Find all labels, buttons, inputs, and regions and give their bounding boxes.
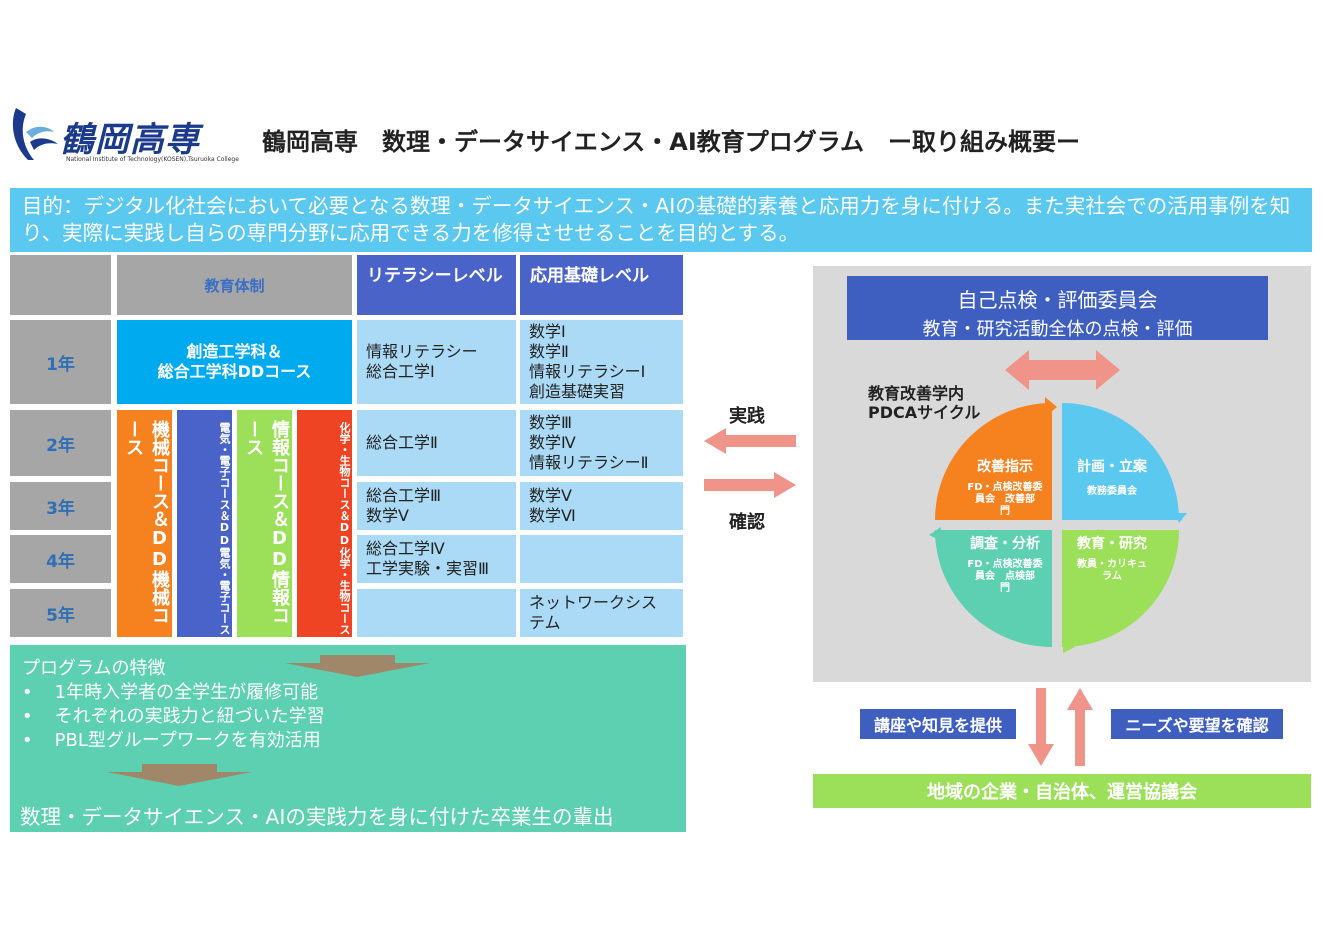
applied-year-2: 数学Ⅲ 数学Ⅳ 情報リテラシーⅡ bbox=[520, 410, 683, 476]
feature-item-2-text: それぞれの実践力と紐づいた学習 bbox=[54, 706, 325, 727]
purpose-banner: 目的：デジタル化社会において必要となる数理・データサイエンス・AIの基礎的素養と… bbox=[10, 188, 1312, 252]
quadrant-act: 改善指示 FD・点検改善委 員会 改善部 門 bbox=[946, 456, 1064, 518]
applied-year-5: ネットワークシス テム bbox=[520, 589, 683, 637]
course-chemistry: 化学・生物コース＆DD化学・生物コース bbox=[297, 410, 352, 637]
down-arrow-icon-2 bbox=[107, 764, 252, 786]
quadrant-do-title: 教育・研究 bbox=[1077, 536, 1147, 552]
quadrant-plan-sub: 教務委員会 bbox=[1087, 486, 1137, 497]
literacy-header: リテラシーレベル bbox=[357, 255, 516, 315]
year-3-cell: 3年 bbox=[10, 482, 111, 530]
feature-item-3: •PBL型グループワークを有効活用 bbox=[22, 730, 321, 751]
practice-label: 実践 bbox=[729, 406, 765, 427]
features-result: 数理・データサイエンス・AIの実践力を身に付けた卒業生の輩出 bbox=[20, 805, 614, 829]
quadrant-do: 教育・研究 教員・カリキュ ラム bbox=[1064, 533, 1160, 583]
feature-item-1-text: 1年時入学者の全学生が履修可能 bbox=[54, 682, 319, 703]
literacy-year-3: 総合工学Ⅲ 数学Ⅴ bbox=[357, 482, 516, 530]
logo: 鶴岡高専 National Institute of Technology(KO… bbox=[8, 100, 239, 170]
down-arrow-icon-3 bbox=[1028, 688, 1054, 766]
crane-logo-icon bbox=[12, 108, 58, 160]
quadrant-plan: 計画・立案 教務委員会 bbox=[1064, 456, 1160, 497]
education-system-header: 教育体制 bbox=[117, 255, 352, 315]
confirm-label: 確認 bbox=[729, 512, 765, 533]
logo-subtitle: National Institute of Technology(KOSEN),… bbox=[66, 156, 239, 163]
quadrant-check-title: 調査・分析 bbox=[970, 536, 1040, 552]
committee-title: 自己点検・評価委員会 bbox=[957, 288, 1158, 312]
applied-header: 応用基礎レベル bbox=[520, 255, 683, 315]
page-title: 鶴岡高専 数理・データサイエンス・AI教育プログラム ー取り組み概要ー bbox=[262, 128, 1081, 156]
year-2-cell: 2年 bbox=[10, 410, 111, 476]
year-4-cell: 4年 bbox=[10, 535, 111, 583]
applied-year-1: 数学Ⅰ 数学Ⅱ 情報リテラシーⅠ 創造基礎実習 bbox=[520, 320, 683, 404]
quadrant-check-sub: FD・点検改善委 員会 点検部 門 bbox=[967, 559, 1043, 594]
committee-box: 自己点検・評価委員会 教育・研究活動全体の点検・評価 bbox=[847, 276, 1268, 340]
dept-first-year: 創造工学科＆ 総合工学科DDコース bbox=[117, 320, 352, 404]
quadrant-do-sub: 教員・カリキュ ラム bbox=[1077, 559, 1147, 582]
logo-name: 鶴岡高専 bbox=[60, 120, 200, 160]
literacy-year-2: 総合工学Ⅱ bbox=[357, 410, 516, 476]
course-information: 情報コース＆DD情報コース bbox=[237, 410, 292, 637]
up-arrow-icon bbox=[1067, 688, 1093, 766]
double-arrow-icon bbox=[1005, 350, 1120, 390]
quadrant-act-title: 改善指示 bbox=[977, 459, 1033, 475]
features-heading: プログラムの特徴 bbox=[22, 658, 166, 679]
quadrant-plan-title: 計画・立案 bbox=[1077, 459, 1147, 475]
applied-year-3: 数学Ⅴ 数学Ⅵ bbox=[520, 482, 683, 530]
quadrant-check: 調査・分析 FD・点検改善委 員会 点検部 門 bbox=[946, 533, 1064, 595]
year-1-cell: 1年 bbox=[10, 320, 111, 404]
community-bar: 地域の企業・自治体、運営協議会 bbox=[813, 774, 1311, 808]
features-panel bbox=[10, 645, 686, 832]
provide-tag: 講座や知見を提供 bbox=[860, 709, 1016, 739]
course-electrical: 電気・電子コース＆DD電気・電子コース bbox=[177, 410, 232, 637]
feature-item-2: •それぞれの実践力と紐づいた学習 bbox=[22, 706, 325, 727]
applied-year-4 bbox=[520, 535, 683, 583]
committee-subtitle: 教育・研究活動全体の点検・評価 bbox=[922, 319, 1193, 340]
literacy-year-1: 情報リテラシー 総合工学Ⅰ bbox=[357, 320, 516, 404]
dept-first-year-label: 創造工学科＆ 総合工学科DDコース bbox=[157, 342, 312, 381]
left-arrow-icon bbox=[704, 428, 796, 454]
needs-tag: ニーズや要望を確認 bbox=[1111, 709, 1283, 739]
education-system-label: 教育体制 bbox=[204, 276, 265, 295]
pdca-cycle-diagram bbox=[929, 397, 1187, 653]
year-5-cell: 5年 bbox=[10, 589, 111, 637]
feature-item-3-text: PBL型グループワークを有効活用 bbox=[54, 730, 321, 751]
course-mechanical: 機械コース＆DD機械コース bbox=[117, 410, 172, 637]
right-arrow-icon bbox=[704, 472, 796, 498]
quadrant-act-sub: FD・点検改善委 員会 改善部 門 bbox=[967, 482, 1043, 517]
table-corner-cell bbox=[10, 255, 111, 315]
literacy-year-5 bbox=[357, 589, 516, 637]
down-arrow-icon-1 bbox=[285, 655, 430, 677]
feature-item-1: •1年時入学者の全学生が履修可能 bbox=[22, 682, 319, 703]
literacy-year-4: 総合工学Ⅳ 工学実験・実習Ⅲ bbox=[357, 535, 516, 583]
pdca-label: 教育改善学内 PDCAサイクル bbox=[868, 384, 981, 422]
